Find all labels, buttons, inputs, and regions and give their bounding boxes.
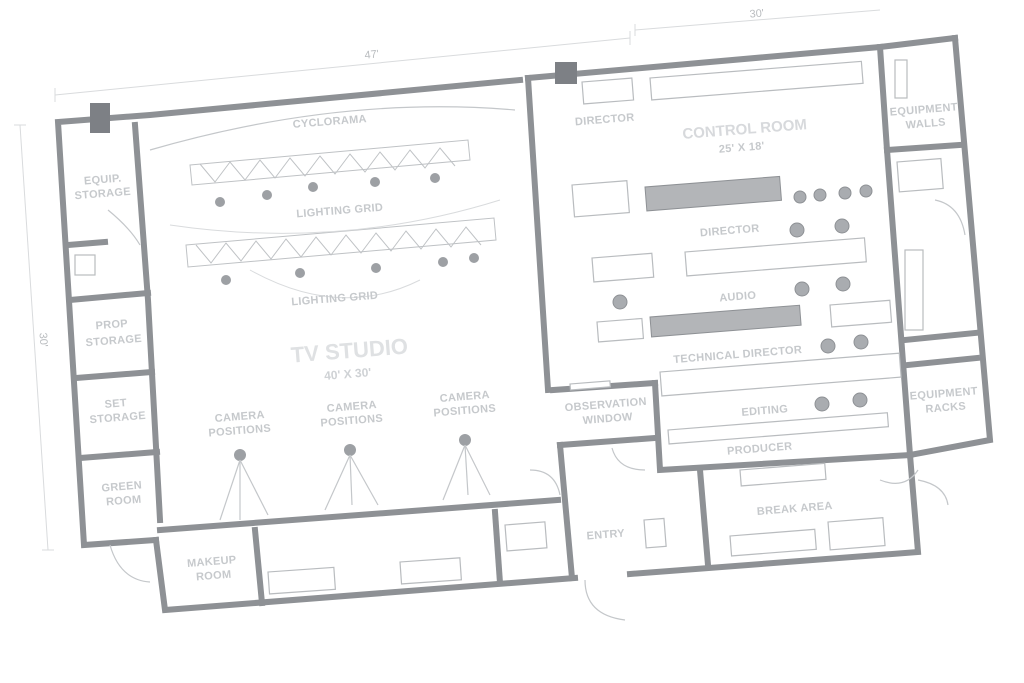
set-storage-label-2: STORAGE <box>89 410 146 426</box>
producer-label: PRODUCER <box>727 440 793 457</box>
lighting-grid-label-1: LIGHTING GRID <box>296 202 384 221</box>
camera-tripod-2 <box>324 444 379 511</box>
camera-positions-label-2b: POSITIONS <box>320 413 383 430</box>
prop-storage-label-2: STORAGE <box>85 333 142 349</box>
lighting-truss-1 <box>189 139 471 207</box>
observation-window-label-2: WINDOW <box>582 411 633 427</box>
entry-label: ENTRY <box>586 527 626 542</box>
control-room-title: CONTROL ROOM <box>682 116 808 143</box>
control-room-size: 25' X 18' <box>718 140 765 156</box>
equip-storage-label-2: STORAGE <box>74 186 131 202</box>
editing-label: EDITING <box>741 403 789 419</box>
equipment-racks-label-2: RACKS <box>925 400 966 415</box>
lighting-truss-2 <box>185 217 497 285</box>
camera-positions-label-3b: POSITIONS <box>433 403 496 420</box>
left-rooms: EQUIP. STORAGE PROP STORAGE SET STORAGE … <box>74 173 237 584</box>
studio-title: TV STUDIO <box>290 333 409 367</box>
studio-contents <box>149 106 516 595</box>
columns <box>90 62 577 133</box>
camera-positions-label-1b: POSITIONS <box>208 423 271 440</box>
equip-storage-label-1: EQUIP. <box>84 173 122 188</box>
green-room-label-1: GREEN <box>101 479 142 494</box>
height-dimension-label: 30' <box>37 332 50 347</box>
cyclorama-label: CYCLORAMA <box>292 113 367 131</box>
camera-positions-label-2a: CAMERA <box>326 399 377 415</box>
camera-tripod-1 <box>219 449 269 521</box>
prop-storage-label-1: PROP <box>95 318 128 333</box>
audio-label: AUDIO <box>719 290 757 305</box>
green-room-label-2: ROOM <box>106 494 142 509</box>
makeup-room-label-2: ROOM <box>196 569 232 584</box>
equipment-walls-label-1: EQUIPMENT <box>889 101 958 118</box>
director-label: DIRECTOR <box>700 223 760 240</box>
right-rooms: EQUIPMENT WALLS EQUIPMENT RACKS <box>889 59 978 416</box>
control-room-contents <box>569 60 902 445</box>
dimension-lines: 47' 30' 30' <box>14 7 881 551</box>
camera-tripod-3 <box>442 434 491 501</box>
break-area-label: BREAK AREA <box>756 500 833 518</box>
camera-positions-label-1a: CAMERA <box>214 409 265 425</box>
set-storage-label-1: SET <box>104 397 127 411</box>
width-dimension-label: 47' <box>364 48 379 61</box>
observation-window-label-1: OBSERVATION <box>564 396 647 414</box>
studio-size: 40' X 30' <box>324 365 372 383</box>
camera-positions-label-3a: CAMERA <box>439 389 490 405</box>
studio-labels: CYCLORAMA LIGHTING GRID LIGHTING GRID TV… <box>208 113 496 439</box>
makeup-room-label-1: MAKEUP <box>187 554 237 570</box>
entry-break-area: OBSERVATION WINDOW ENTRY BREAK AREA <box>504 396 949 621</box>
equipment-walls-label-2: WALLS <box>905 116 946 131</box>
right-width-dimension-label: 30' <box>749 7 764 20</box>
director-top-label: DIRECTOR <box>575 112 635 129</box>
equipment-racks-label-1: EQUIPMENT <box>909 385 978 402</box>
